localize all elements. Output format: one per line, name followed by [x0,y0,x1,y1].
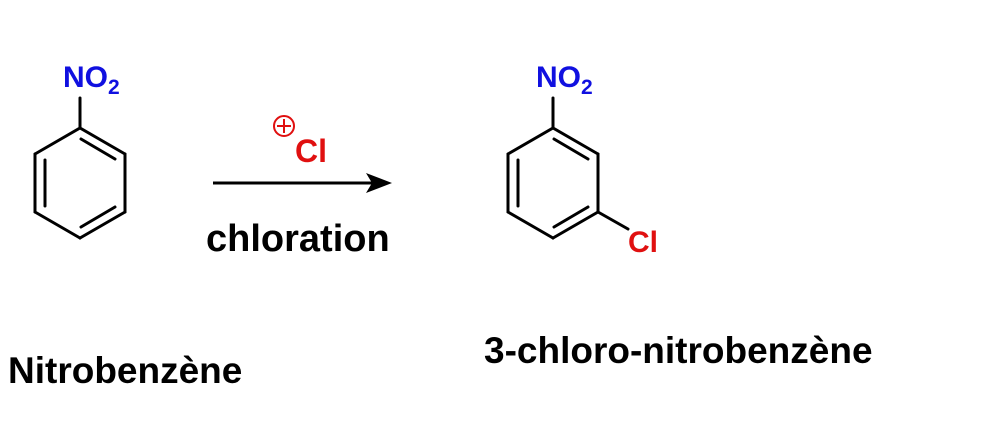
reagent-charge-symbol [273,115,295,137]
product-ring-bond-6 [506,126,555,156]
reactant-nitrobenzene-structure [33,96,127,240]
reactant-nitro-group: NO2 [63,61,120,99]
product-ring-bond-4 [506,210,555,240]
reagent-chlorine-label: Cl [295,133,327,169]
product-ring-bond-3 [551,210,600,240]
product-structure [506,96,630,240]
product-ring-bond-1 [551,126,600,156]
reactant-ring-bond-4 [33,210,82,240]
product-ring-double-bond-a [552,137,590,161]
product-name: 3-chloro-nitrobenzène [484,330,873,371]
reactant-ring-bond-3 [78,210,127,240]
reactant-ring-double-bond-b [79,205,117,229]
product-chlorine-atom: Cl [628,226,658,259]
reactant-name: Nitrobenzène [8,350,242,391]
reaction-arrow [213,173,392,193]
product-nitro-group: NO2 [536,61,593,99]
product-ring-double-bond-b [552,205,590,229]
reactant-ring-double-bond-a [79,137,117,161]
reactant-ring-bond-6 [33,126,82,156]
reactant-ring-bond-1 [78,126,127,156]
reaction-condition-label: chloration [206,218,390,260]
product-chlorine-bond [596,210,630,231]
